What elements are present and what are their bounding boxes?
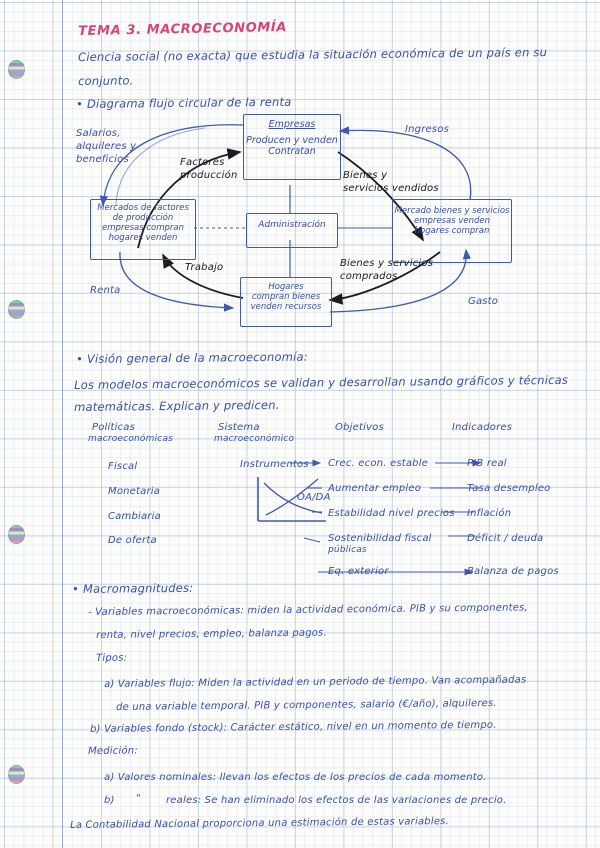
empresas-line2: Producen y venden	[246, 135, 338, 147]
diagram-box-mercado-bienes: Mercado bienes y servicios empresas vend…	[392, 199, 512, 263]
indicador-3: Inflación	[467, 508, 512, 519]
table-header-politicas-2: macroeconómicas	[88, 434, 174, 444]
hogares-line2: compran bienes	[251, 292, 321, 303]
politica-monetaria: Monetaria	[108, 486, 161, 497]
medicion-b-prefix: b)	[104, 795, 115, 806]
sistema-instrumentos-label: Instrumentos	[240, 459, 309, 470]
binder-hole-1	[8, 60, 25, 79]
mercado-factores-line3: empresas compran	[101, 223, 185, 234]
table-header-objetivos: Objetivos	[335, 422, 384, 433]
binder-hole-4	[8, 765, 25, 784]
mercado-factores-line2: de producción	[112, 213, 174, 224]
empresas-title: Empresas	[268, 119, 316, 130]
intro-line-2: conjunto.	[78, 73, 134, 88]
label-salarios-1: Salarios,	[76, 128, 121, 139]
diagram-box-administracion: Administración	[246, 213, 338, 248]
politica-de-oferta: De oferta	[108, 535, 157, 546]
mercado-factores-line1: Mercados de factores	[97, 203, 189, 213]
label-bienes-vendidos-1: Bienes y	[343, 170, 388, 181]
label-salarios-2: alquileres y	[76, 141, 137, 152]
label-factores-1: Factores	[180, 157, 225, 168]
diagram-box-hogares: Hogares compran bienes venden recursos	[240, 277, 332, 327]
bullet-diagram-heading: • Diagrama flujo circular de la renta	[76, 94, 292, 111]
objetivo-1: Crec. econ. estable	[328, 458, 429, 469]
hogares-line3: venden recursos	[250, 302, 322, 313]
label-gasto: Gasto	[468, 296, 499, 307]
label-salarios-3: beneficios	[76, 154, 129, 165]
diagram-box-mercado-factores: Mercados de factores de producción empre…	[90, 199, 196, 260]
medicion-a: a) Valores nominales: llevan los efectos…	[104, 772, 487, 783]
hogares-line1: Hogares	[268, 282, 304, 292]
mercado-factores-line4: hogares venden	[108, 233, 178, 244]
oa-da-supply-demand-graph	[257, 477, 326, 522]
table-header-sistema-2: macroeconómico	[214, 434, 295, 444]
medicion-label: Medición:	[88, 745, 138, 757]
politica-fiscal: Fiscal	[108, 461, 138, 472]
indicador-4: Déficit / deuda	[467, 533, 544, 544]
label-bienes-comprados-2: comprados	[340, 271, 398, 282]
vision-line-2: matemáticas. Explican y predicen.	[74, 397, 280, 414]
vision-bullet: • Visión general de la macroeconomía:	[76, 349, 308, 366]
table-header-indicadores: Indicadores	[452, 422, 513, 433]
medicion-b-ditto: "	[136, 793, 141, 804]
table-header-politicas-1: Políticas	[92, 422, 136, 433]
label-renta: Renta	[90, 285, 121, 296]
objetivo-4: Sostenibilidad fiscal	[328, 533, 432, 544]
tipos-label: Tipos:	[96, 652, 128, 664]
indicador-1: PIB real	[467, 458, 507, 469]
binder-hole-3	[8, 525, 25, 544]
macromagnitudes-bullet: • Macromagnitudes:	[72, 580, 194, 596]
table-header-sistema-1: Sistema	[218, 422, 260, 433]
objetivo-2: Aumentar empleo	[328, 483, 422, 494]
objetivo-5: Eq. exterior	[328, 566, 389, 577]
binder-hole-2	[8, 300, 25, 319]
indicador-2: Tasa desempleo	[467, 483, 551, 494]
empresas-line3: Contratan	[268, 146, 316, 158]
label-trabajo: Trabajo	[185, 262, 224, 273]
administracion-label: Administración	[258, 220, 326, 230]
oa-da-label: OA/DA	[297, 492, 331, 503]
objetivo-3: Estabilidad nivel precios	[328, 508, 455, 519]
objetivos-indicadores-arrows	[290, 459, 482, 576]
label-bienes-vendidos-2: servicios vendidos	[343, 183, 439, 194]
objetivo-4-extra: públicas	[328, 545, 367, 555]
margin-rule-line	[62, 0, 63, 848]
diagram-box-empresas: Empresas Producen y venden Contratan	[243, 114, 341, 180]
politica-cambiaria: Cambiaria	[108, 511, 161, 522]
label-factores-2: producción	[180, 170, 238, 181]
mercado-bienes-line1: Mercado bienes y servicios	[394, 206, 510, 216]
label-bienes-comprados-1: Bienes y servicios	[340, 258, 434, 269]
mercado-bienes-line3: hogares compran	[414, 226, 490, 237]
medicion-b: reales: Se han eliminado los efectos de …	[166, 795, 507, 806]
label-ingresos: Ingresos	[405, 124, 450, 135]
mercado-bienes-line2: empresas venden	[413, 216, 491, 227]
indicador-5: Balanza de pagos	[467, 566, 559, 577]
